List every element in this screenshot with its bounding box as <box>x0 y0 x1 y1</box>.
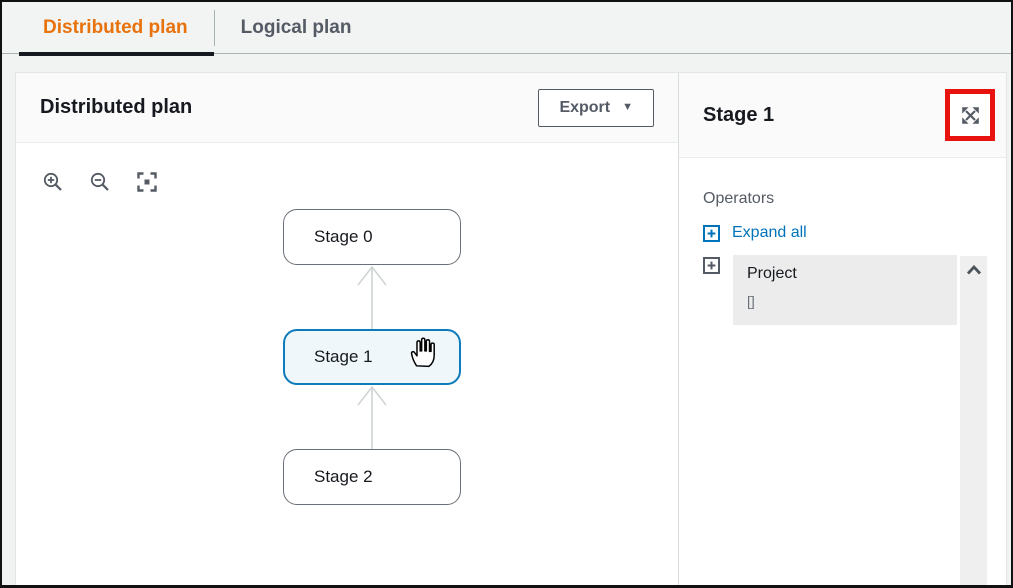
expand-all-link[interactable]: Expand all <box>703 224 807 242</box>
zoom-in-icon[interactable] <box>42 171 64 193</box>
operator-name: Project <box>747 265 797 282</box>
zoom-toolbar <box>42 171 158 193</box>
plus-square-icon <box>703 224 720 242</box>
annotation-highlight <box>945 89 995 141</box>
operator-row: Project [] <box>703 255 1006 325</box>
operator-detail: [] <box>747 293 755 309</box>
operator-item-project[interactable]: Project [] <box>733 255 957 325</box>
tab-distributed-plan[interactable]: Distributed plan <box>17 2 214 56</box>
stage-node-label: Stage 1 <box>314 347 373 366</box>
operators-section: Operators Expand all <box>679 158 1006 585</box>
tab-bar: Distributed plan Logical plan <box>2 2 1011 56</box>
stage-details-panel: Stage 1 <box>679 73 1006 585</box>
export-button-label: Export <box>559 98 611 116</box>
tab-label: Distributed plan <box>43 16 188 38</box>
tab-label: Logical plan <box>240 16 352 38</box>
operators-label: Operators <box>703 190 775 207</box>
stage-details-title: Stage 1 <box>703 103 775 126</box>
chevron-up-icon[interactable] <box>966 265 982 275</box>
expand-operator-icon[interactable] <box>703 257 720 274</box>
page-title: Distributed plan <box>40 96 193 118</box>
caret-down-icon: ▼ <box>622 101 633 113</box>
tab-divider <box>213 9 215 46</box>
stage-details-header: Stage 1 <box>679 73 1006 158</box>
stage-node-label: Stage 2 <box>314 467 373 486</box>
stage-1-node[interactable]: Stage 1 <box>283 329 461 385</box>
zoom-out-icon[interactable] <box>89 171 111 193</box>
plan-card: Distributed plan Export ▼ <box>15 72 1007 585</box>
stage-2-node[interactable]: Stage 2 <box>283 449 461 505</box>
distributed-plan-panel: Distributed plan Export ▼ <box>16 73 679 585</box>
diagram-canvas[interactable]: Stage 0 Stage 1 Stage 2 <box>16 143 678 585</box>
stage-0-node[interactable]: Stage 0 <box>283 209 461 265</box>
stage-node-label: Stage 0 <box>314 227 373 246</box>
distributed-plan-header: Distributed plan Export ▼ <box>16 73 678 143</box>
tab-logical-plan[interactable]: Logical plan <box>215 2 378 53</box>
expand-arrows-icon[interactable] <box>961 106 980 125</box>
fit-view-icon[interactable] <box>136 171 158 193</box>
export-button[interactable]: Export ▼ <box>538 88 654 127</box>
expand-all-label: Expand all <box>732 224 807 241</box>
operators-scrollbar[interactable] <box>960 256 987 585</box>
